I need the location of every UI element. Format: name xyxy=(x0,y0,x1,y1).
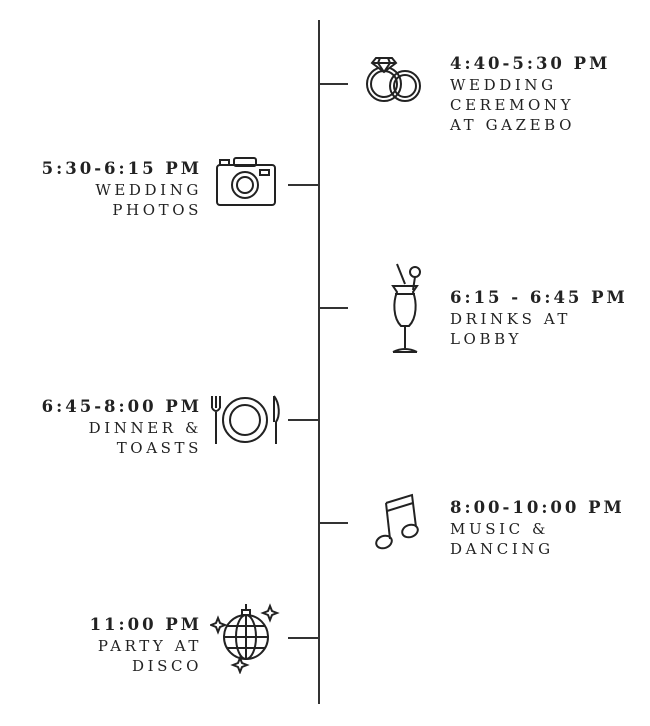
camera-icon xyxy=(214,155,278,209)
timeline-event-photos: 5:30-6:15 PM WEDDING PHOTOS xyxy=(42,158,202,220)
event-description: DINNER & TOASTS xyxy=(88,419,202,457)
timeline-event-party: 11:00 PM PARTY AT DISCO xyxy=(90,614,202,676)
event-description: WEDDING CEREMONY AT GAZEBO xyxy=(450,76,575,134)
event-time: 8:00-10:00 PM xyxy=(450,498,625,517)
timeline-connector xyxy=(320,83,348,85)
timeline-event-music: 8:00-10:00 PM MUSIC & DANCING xyxy=(450,497,625,559)
disco-ball-icon xyxy=(210,602,282,674)
event-description: MUSIC & DANCING xyxy=(450,520,554,558)
event-description: WEDDING PHOTOS xyxy=(95,181,202,219)
timeline-connector xyxy=(320,307,348,309)
timeline-connector xyxy=(320,522,348,524)
event-time: 4:40-5:30 PM xyxy=(450,54,611,73)
event-description: DRINKS AT LOBBY xyxy=(450,310,572,348)
timeline-connector xyxy=(288,419,318,421)
event-time: 11:00 PM xyxy=(89,615,202,634)
music-note-icon xyxy=(372,493,422,555)
event-time: 6:15 - 6:45 PM xyxy=(450,288,628,307)
timeline-connector xyxy=(288,637,318,639)
timeline-event-ceremony: 4:40-5:30 PM WEDDING CEREMONY AT GAZEBO xyxy=(450,53,610,135)
cocktail-icon xyxy=(383,262,427,358)
event-time: 6:45-8:00 PM xyxy=(41,397,202,416)
timeline-event-drinks: 6:15 - 6:45 PM DRINKS AT LOBBY xyxy=(450,287,628,349)
wedding-rings-icon xyxy=(362,52,434,104)
event-time: 5:30-6:15 PM xyxy=(41,159,202,178)
timeline-event-dinner: 6:45-8:00 PM DINNER & TOASTS xyxy=(42,396,202,458)
event-description: PARTY AT DISCO xyxy=(97,637,202,675)
timeline-connector xyxy=(288,184,318,186)
plate-cutlery-icon xyxy=(208,392,282,448)
timeline-spine xyxy=(318,20,320,704)
